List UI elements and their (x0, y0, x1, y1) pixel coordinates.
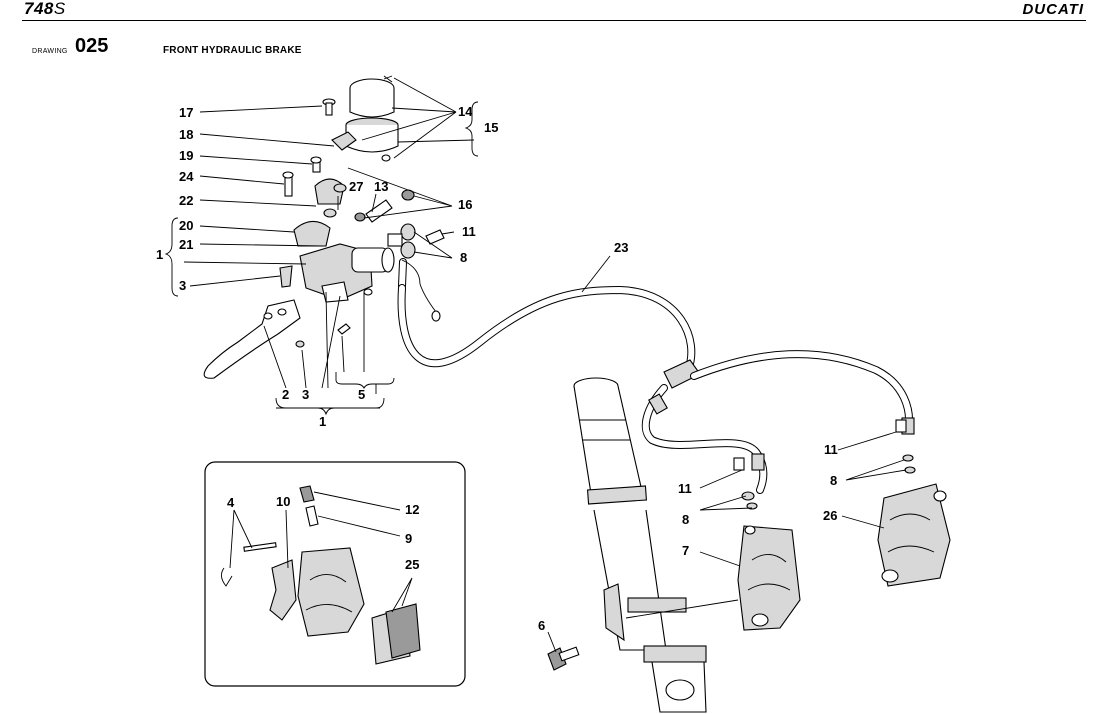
callout-18: 18 (179, 127, 193, 142)
callout-21: 21 (179, 237, 193, 252)
drawing-number: 025 (75, 35, 109, 57)
callout-10: 10 (276, 494, 290, 509)
pin-4 (221, 542, 277, 587)
nut-3 (295, 340, 305, 348)
callout-15: 15 (484, 120, 498, 135)
callout-1-bottom: 1 (319, 414, 326, 429)
screw-5 (337, 323, 351, 335)
inset-caliper (297, 547, 365, 637)
callout-3-bottom: 3 (302, 387, 309, 402)
callout-11-right: 11 (824, 442, 838, 457)
master-cylinder-body (299, 243, 395, 303)
callout-14: 14 (458, 104, 473, 119)
callout-7: 7 (682, 543, 689, 558)
clamp-body-20 (293, 220, 331, 247)
callout-13: 13 (374, 179, 388, 194)
washer-27 (333, 183, 347, 193)
fork-leg (573, 377, 707, 713)
model-suffix: S (53, 0, 66, 18)
callout-8-right: 8 (830, 473, 837, 488)
callout-labels: 17 18 19 24 22 20 21 1 3 27 13 14 15 16 … (156, 104, 838, 633)
callout-19: 19 (179, 148, 193, 163)
callout-2: 2 (282, 387, 289, 402)
drawing-label: DRAWING (32, 48, 68, 55)
pad-spring (269, 559, 297, 621)
callout-12: 12 (405, 502, 419, 517)
stop-light-switch-wire (401, 259, 437, 313)
master-cylinder-assembly (203, 75, 445, 379)
callout-11-top: 11 (462, 224, 476, 239)
callout-26: 26 (823, 508, 837, 523)
leader-lines (183, 77, 907, 653)
bolt-24 (282, 171, 294, 197)
bleed-cap-12 (299, 485, 315, 503)
callout-1-top: 1 (156, 247, 163, 262)
brake-lever (203, 299, 301, 379)
page-header: 748S DUCATI (0, 0, 1110, 22)
hose-union-13 (365, 199, 393, 223)
drawing-title: FRONT HYDRAULIC BRAKE (163, 45, 302, 56)
callout-5: 5 (358, 387, 365, 402)
braces (164, 101, 479, 297)
callout-27: 27 (349, 179, 363, 194)
callout-6: 6 (538, 618, 545, 633)
callout-20: 20 (179, 218, 193, 233)
screw-19 (310, 156, 322, 173)
callout-4: 4 (227, 495, 235, 510)
inset-box (204, 461, 466, 687)
brake-pads-25 (371, 603, 421, 665)
bushing-3 (279, 265, 293, 288)
callout-17: 17 (179, 105, 193, 120)
callout-24: 24 (179, 169, 194, 184)
callout-8-left: 8 (682, 512, 689, 527)
callout-23: 23 (614, 240, 628, 255)
bolt-6 (547, 646, 580, 671)
callout-8-top: 8 (460, 250, 467, 265)
brake-fluid-reservoir (345, 75, 399, 162)
model-number: 748 (24, 0, 54, 18)
callout-16: 16 (458, 197, 472, 212)
brake-hose-23 (397, 284, 915, 494)
bracket-18 (331, 131, 357, 151)
callout-11-left: 11 (678, 481, 692, 496)
header-rule (22, 20, 1086, 21)
callout-9: 9 (405, 531, 412, 546)
model-name: 748S (24, 0, 66, 19)
callout-3-top: 3 (179, 278, 186, 293)
callout-22: 22 (179, 193, 193, 208)
bleed-valve-9 (305, 505, 319, 527)
caliper-26 (877, 419, 951, 587)
caliper-7 (733, 457, 801, 631)
callout-25: 25 (405, 557, 419, 572)
brand-logo: DUCATI (1022, 1, 1084, 18)
screw-17 (322, 98, 336, 116)
